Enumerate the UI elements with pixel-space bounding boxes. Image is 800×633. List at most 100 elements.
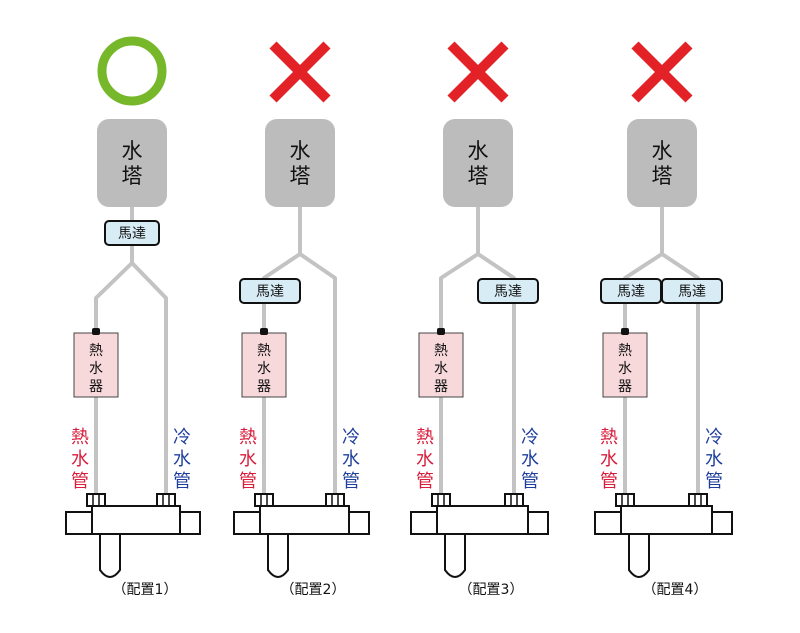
faucet-right-cap xyxy=(348,511,370,535)
faucet-connector xyxy=(254,493,274,507)
heater-inlet xyxy=(621,328,629,335)
water-heater: 熱水器 xyxy=(73,328,119,398)
hot-pipe-label-char: 熱 xyxy=(71,427,89,448)
faucet-spout xyxy=(99,530,121,578)
pipe-segment xyxy=(94,261,134,330)
water-tower: 水塔 xyxy=(443,119,513,207)
motor-label: 馬達 xyxy=(118,226,146,242)
cross-stroke xyxy=(631,41,693,103)
heater-inlet xyxy=(92,328,100,335)
faucet-right-cap xyxy=(179,511,201,535)
config-caption: （配置3） xyxy=(459,582,524,598)
pipe-segment xyxy=(130,261,168,498)
cross-ng-icon xyxy=(269,41,331,103)
config-4: 水塔馬達馬達熱水器熱水管冷水管（配置4） xyxy=(594,41,733,598)
faucet-connector xyxy=(504,493,524,507)
cold-pipe-label-char: 管 xyxy=(173,471,191,492)
faucet-body xyxy=(259,505,350,535)
cold-pipe-label-char: 冷 xyxy=(173,427,191,448)
motor-box: 馬達 xyxy=(661,278,723,304)
tower-rect xyxy=(97,119,167,207)
motor-rect xyxy=(104,220,160,246)
pipe-segment xyxy=(439,252,480,330)
water-heater: 熱水器 xyxy=(602,328,648,398)
hot-pipe-label-char: 水 xyxy=(71,449,89,470)
heater-rect xyxy=(73,332,119,398)
cross-stroke xyxy=(269,41,331,103)
cold-pipe-label: 冷水管 xyxy=(521,427,539,492)
water-heater: 熱水器 xyxy=(241,328,287,398)
hot-pipe-label: 熱水管 xyxy=(416,427,434,492)
faucet-body xyxy=(91,505,181,535)
hot-pipe-label-char: 管 xyxy=(416,471,434,492)
hot-pipe-label-char: 管 xyxy=(600,471,618,492)
cross-stroke xyxy=(447,41,509,103)
water-tower: 水塔 xyxy=(627,119,697,207)
tower-label-1: 水 xyxy=(652,139,673,163)
heater-rect xyxy=(602,332,648,398)
cold-pipe-label-char: 管 xyxy=(705,471,723,492)
faucet-connector xyxy=(431,493,451,507)
hot-pipe-label-char: 水 xyxy=(600,449,618,470)
hot-pipe-label-char: 管 xyxy=(71,471,89,492)
cold-pipe-label-char: 管 xyxy=(342,471,360,492)
cold-pipe-label-char: 冷 xyxy=(342,427,360,448)
heater-label: 熱 xyxy=(434,343,448,359)
heater-label: 熱 xyxy=(89,343,103,359)
heater-label: 水 xyxy=(618,361,632,377)
heater-inlet xyxy=(437,328,445,335)
faucet-body xyxy=(620,505,713,535)
cold-pipe-label: 冷水管 xyxy=(173,427,191,492)
cross-ng-icon xyxy=(631,41,693,103)
faucet xyxy=(594,493,733,578)
faucet-connector xyxy=(86,493,106,507)
water-tower: 水塔 xyxy=(97,119,167,207)
faucet xyxy=(233,493,370,578)
tower-rect xyxy=(443,119,513,207)
motor-rect xyxy=(239,278,301,304)
config-caption: （配置4） xyxy=(643,582,708,598)
hot-pipe-label: 熱水管 xyxy=(600,427,618,492)
faucet-connector xyxy=(615,493,635,507)
water-tower: 水塔 xyxy=(265,119,335,207)
motor-label: 馬達 xyxy=(256,284,284,300)
tower-label-2: 塔 xyxy=(290,164,311,188)
tower-label-1: 水 xyxy=(122,139,143,163)
heater-rect xyxy=(418,332,464,398)
cold-pipe-label-char: 管 xyxy=(521,471,539,492)
heater-label: 器 xyxy=(89,379,103,395)
cold-pipe-label-char: 冷 xyxy=(521,427,539,448)
faucet-body xyxy=(436,505,529,535)
faucet-right-cap xyxy=(527,511,549,535)
faucet-connector xyxy=(325,493,345,507)
motor-label: 馬達 xyxy=(494,284,522,300)
tower-label-1: 水 xyxy=(468,139,489,163)
cold-pipe-label-char: 水 xyxy=(521,449,539,470)
motor-label: 馬達 xyxy=(678,284,706,300)
faucet-connector xyxy=(688,493,708,507)
heater-label: 器 xyxy=(257,379,271,395)
cold-pipe-label-char: 水 xyxy=(342,449,360,470)
heater-label: 水 xyxy=(434,361,448,377)
faucet xyxy=(65,493,201,578)
heater-label: 器 xyxy=(618,379,632,395)
faucet-left-cap xyxy=(65,511,93,535)
faucet-spout xyxy=(628,530,650,578)
faucet-right-cap xyxy=(711,511,733,535)
faucet xyxy=(410,493,549,578)
faucet-left-cap xyxy=(233,511,261,535)
motor-rect xyxy=(477,278,539,304)
heater-label: 器 xyxy=(434,379,448,395)
tower-label-2: 塔 xyxy=(122,164,143,188)
heater-label: 水 xyxy=(89,361,103,377)
water-heater: 熱水器 xyxy=(418,328,464,398)
cold-pipe-label: 冷水管 xyxy=(705,427,723,492)
heater-inlet xyxy=(260,328,268,335)
hot-pipe-label-char: 水 xyxy=(239,449,257,470)
tower-rect xyxy=(627,119,697,207)
faucet-left-cap xyxy=(594,511,622,535)
cross-ng-icon xyxy=(447,41,509,103)
